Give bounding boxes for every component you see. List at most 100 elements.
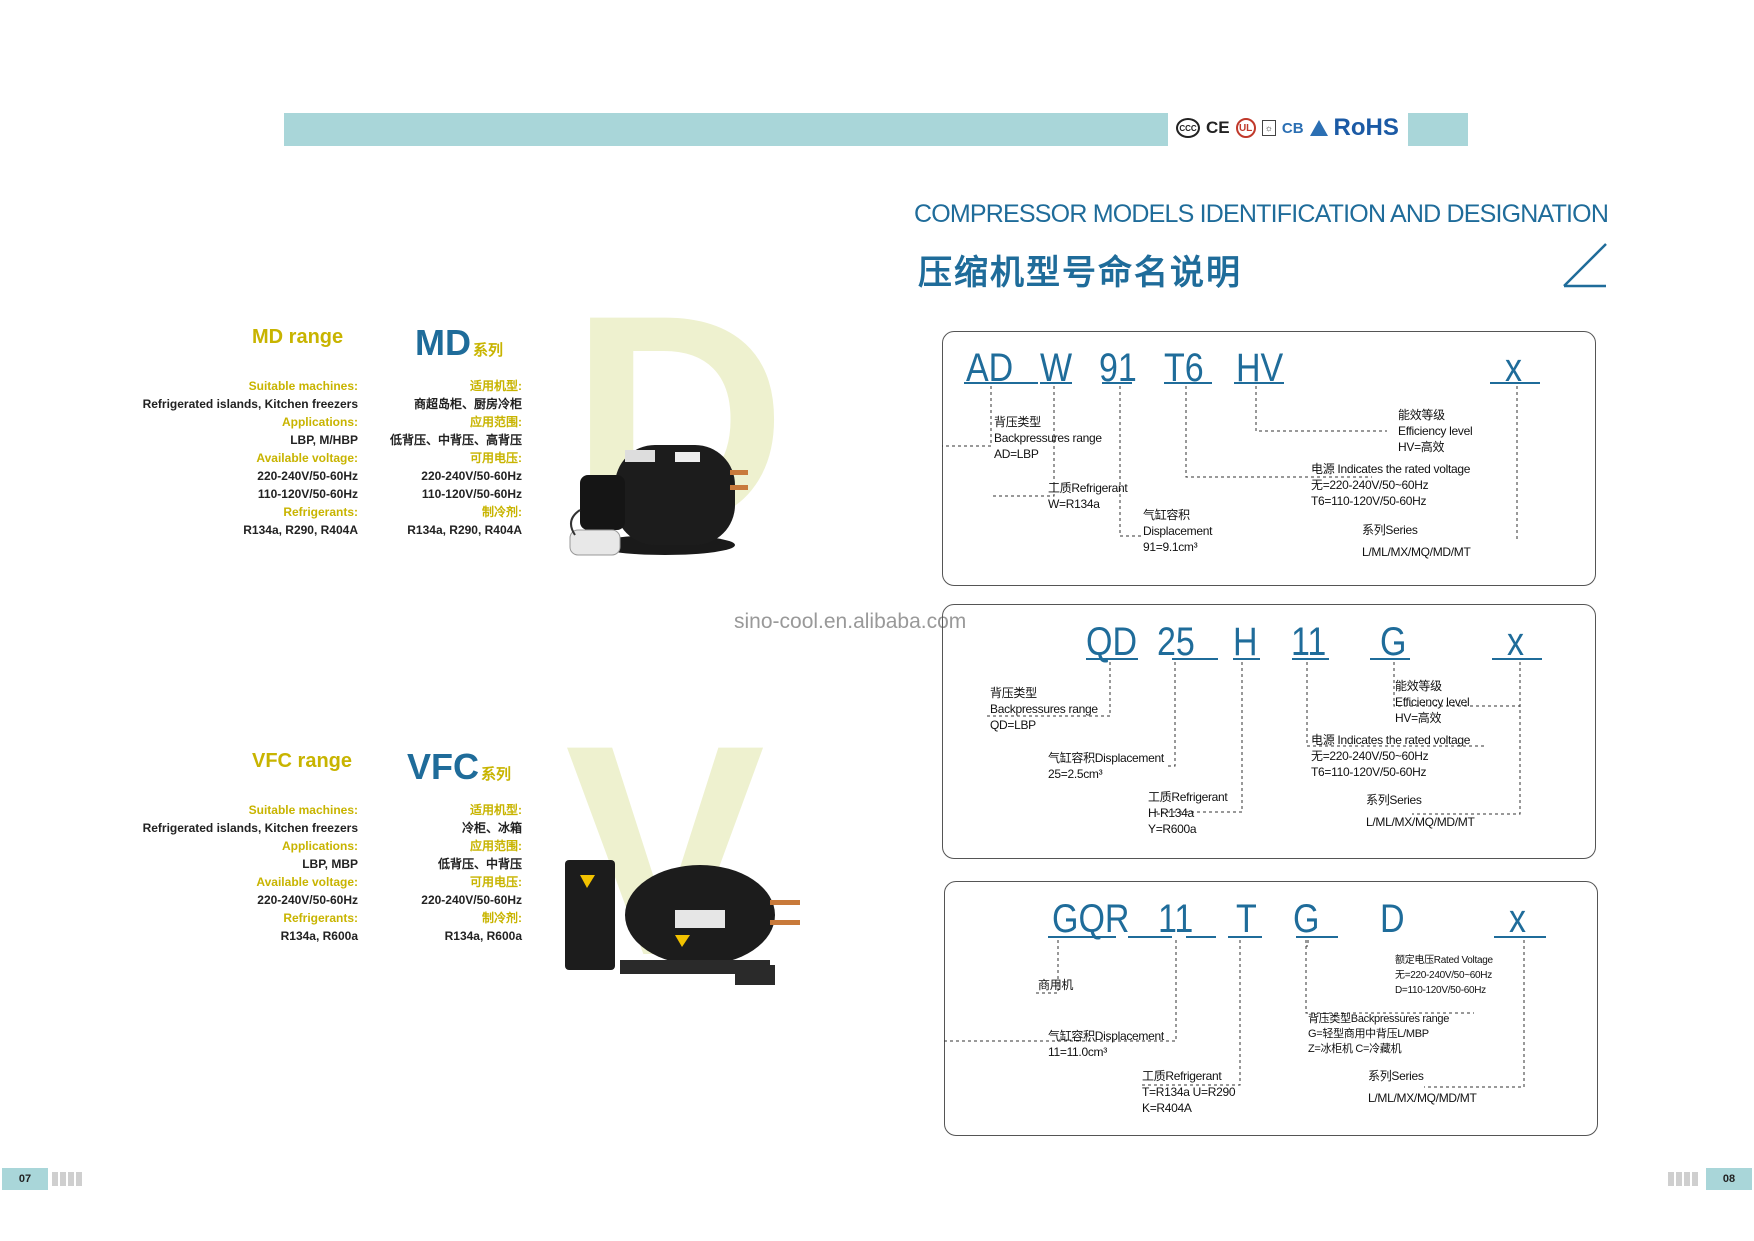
note-line: L/ML/MX/MQ/MD/MT xyxy=(1368,1091,1477,1105)
note-line: 背压类型Backpressures range xyxy=(1308,1013,1450,1025)
decorative-dots xyxy=(1668,1172,1700,1186)
designation-box-gqr xyxy=(944,881,1598,1136)
certification-logos: CCC CE UL ☼ CB RoHS xyxy=(1168,108,1408,148)
code-segment: x xyxy=(1505,346,1522,390)
ccc-logo: CCC xyxy=(1176,118,1200,138)
spec-label: 可用电压: xyxy=(470,875,522,889)
cb-logo: CB xyxy=(1281,119,1304,137)
note-line: 11=11.0cm³ xyxy=(1048,1045,1107,1059)
code-segment: x xyxy=(1507,620,1524,664)
note-line: 能效等级 xyxy=(1398,408,1445,422)
code-segment: x xyxy=(1509,897,1526,941)
code-segment: 25 xyxy=(1157,620,1195,664)
spec-label: Suitable machines: xyxy=(248,379,358,393)
spec-value: R134a, R290, R404A xyxy=(243,523,358,537)
ul-logo: UL xyxy=(1235,118,1256,138)
note-line: Z=冰柜机 C=冷藏机 xyxy=(1308,1043,1402,1055)
note-commercial: 商用机 xyxy=(1038,977,1073,993)
note-refrigerant: 工质Refrigerant T=R134a U=R290 K=R404A xyxy=(1142,1068,1236,1116)
note-displacement: 气缸容积Displacement 25=2.5cm³ xyxy=(1048,750,1164,782)
spec-label: Available voltage: xyxy=(256,451,358,465)
spec-label: Refrigerants: xyxy=(283,505,358,519)
box3-connector-lines xyxy=(944,936,1546,1088)
box1-connector-lines xyxy=(942,382,1540,541)
spec-label: Applications: xyxy=(281,415,358,429)
spec-value: 220-240V/50-60Hz xyxy=(421,469,522,483)
code-segment: AD xyxy=(966,346,1014,390)
note-line: K=R404A xyxy=(1142,1101,1192,1115)
code-segment: QD xyxy=(1086,620,1137,664)
note-line: HV=高效 xyxy=(1395,711,1442,725)
rohs-logo: RoHS xyxy=(1333,114,1399,141)
spec-label: Refrigerants: xyxy=(283,911,358,925)
website-url: sino-cool.en.alibaba.com xyxy=(734,610,967,633)
diagonal-arrow-icon xyxy=(1563,243,1607,288)
code-segment: G xyxy=(1293,897,1320,941)
note-series: 系列Series L/ML/MX/MQ/MD/MT xyxy=(1368,1068,1477,1106)
note-voltage: 电源 Indicates the rated voltage 无=220-240… xyxy=(1311,461,1470,509)
note-line: 能效等级 xyxy=(1395,679,1442,693)
note-series: 系列Series L/ML/MX/MQ/MD/MT xyxy=(1366,792,1475,830)
spec-label: 应用范围: xyxy=(470,839,522,853)
note-line: T=R134a U=R290 xyxy=(1142,1085,1236,1099)
md-spec-en: Suitable machines: Refrigerated islands,… xyxy=(98,377,358,539)
spec-value: 220-240V/50-60Hz xyxy=(257,469,358,483)
note-line: Backpressures range xyxy=(994,431,1102,445)
designation-box-qd xyxy=(942,604,1596,859)
note-line: 工质Refrigerant xyxy=(1142,1069,1222,1083)
md-compressor-image xyxy=(569,445,748,556)
md-range-title: MD range xyxy=(252,326,344,348)
spec-value: 商超岛柜、厨房冷柜 xyxy=(413,397,522,411)
spec-value: LBP, M/HBP xyxy=(290,433,358,447)
md-title-text: MD xyxy=(415,322,471,363)
note-line: 气缸容积Displacement xyxy=(1048,751,1164,765)
note-voltage: 电源 Indicates the rated voltage 无=220-240… xyxy=(1311,732,1470,780)
code-segment: GQR xyxy=(1052,897,1130,941)
spec-value: Refrigerated islands, Kitchen freezers xyxy=(142,397,358,411)
spec-value: 低背压、中背压、高背压 xyxy=(389,433,522,447)
spec-value: Refrigerated islands, Kitchen freezers xyxy=(142,821,358,835)
note-line: 系列Series xyxy=(1366,793,1422,807)
note-line: H-R134a xyxy=(1148,806,1194,820)
code-segment: G xyxy=(1380,620,1407,664)
note-line: Backpressures range xyxy=(990,702,1098,716)
note-displacement: 气缸容积 Displacement 91=9.1cm³ xyxy=(1143,507,1212,555)
spec-value: R134a, R290, R404A xyxy=(407,523,522,537)
note-line: L/ML/MX/MQ/MD/MT xyxy=(1366,815,1475,829)
spec-label: 可用电压: xyxy=(470,451,522,465)
note-efficiency: 能效等级 Efficiency level HV=高效 xyxy=(1395,678,1470,726)
vfc-compressor-image xyxy=(565,860,800,985)
spec-label: 制冷剂: xyxy=(482,911,522,925)
spec-value: R134a, R600a xyxy=(280,929,358,943)
spec-value: 220-240V/50-60Hz xyxy=(421,893,522,907)
note-line: 工质Refrigerant xyxy=(1048,481,1128,495)
note-line: 商用机 xyxy=(1038,978,1074,992)
page-title-en: COMPRESSOR MODELS IDENTIFICATION AND DES… xyxy=(914,200,1609,228)
note-line: Efficiency level xyxy=(1395,695,1470,709)
note-line: 额定电压Rated Voltage xyxy=(1395,955,1493,966)
box2-connector-lines xyxy=(984,658,1542,815)
code-segment: W xyxy=(1040,346,1073,390)
note-line: 25=2.5cm³ xyxy=(1048,767,1103,781)
vfc-title-suffix: 系列 xyxy=(481,766,512,783)
spec-label: 应用范围: xyxy=(470,415,522,429)
page-number-right: 08 xyxy=(1706,1168,1752,1190)
spec-value: 110-120V/50-60Hz xyxy=(421,487,522,501)
spec-value: 220-240V/50-60Hz xyxy=(257,893,358,907)
note-line: 电源 Indicates the rated voltage xyxy=(1311,733,1471,747)
note-line: G=轻型商用中背压L/MBP xyxy=(1308,1028,1429,1040)
spec-label: 适用机型: xyxy=(470,379,522,393)
page-number-left: 07 xyxy=(2,1168,48,1190)
spec-label: 制冷剂: xyxy=(482,505,522,519)
note-line: 背压类型 xyxy=(994,415,1041,429)
spec-value: R134a, R600a xyxy=(444,929,522,943)
vfc-title-text: VFC xyxy=(407,746,479,787)
note-line: 无=220-240V/50~60Hz xyxy=(1395,970,1492,981)
note-series: 系列Series L/ML/MX/MQ/MD/MT xyxy=(1362,522,1471,560)
spec-label: Available voltage: xyxy=(256,875,358,889)
code-segment: H xyxy=(1233,620,1258,664)
note-rated-voltage: 额定电压Rated Voltage 无=220-240V/50~60Hz D=1… xyxy=(1395,953,1493,998)
spec-value: 低背压、中背压 xyxy=(437,857,522,871)
note-line: Displacement xyxy=(1143,524,1213,538)
